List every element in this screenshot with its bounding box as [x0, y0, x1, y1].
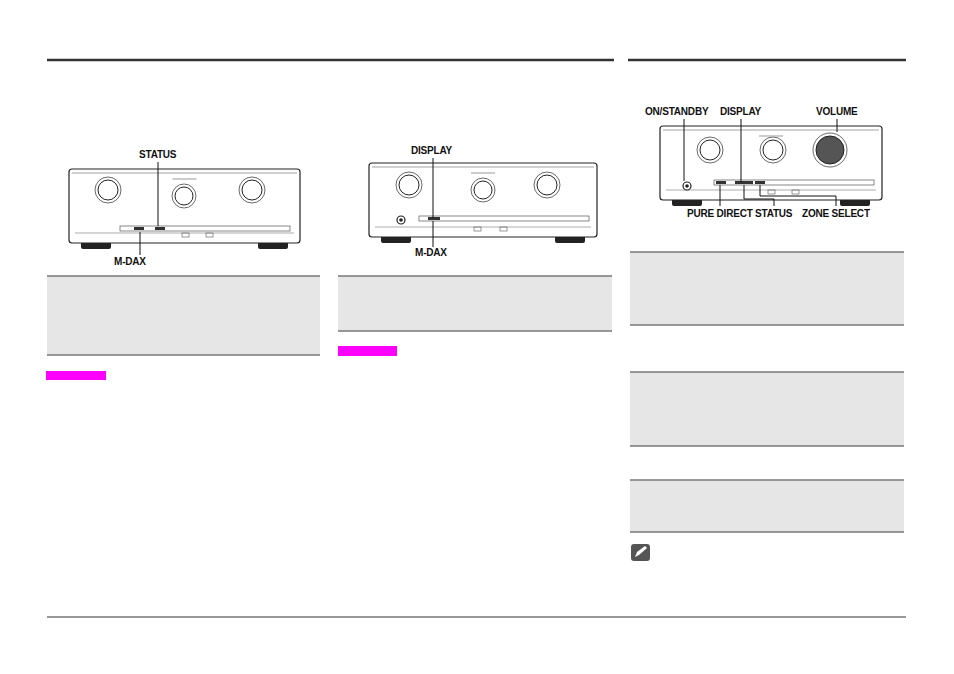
- info-box: [338, 276, 612, 331]
- panel-part: [69, 169, 300, 243]
- panel-part: [471, 173, 495, 174]
- knob: [816, 136, 844, 164]
- knob: [175, 187, 193, 205]
- knob: [534, 172, 560, 198]
- knob: [172, 184, 196, 208]
- info-box: [630, 252, 904, 325]
- button: [428, 217, 440, 220]
- knob: [760, 137, 786, 163]
- knob: [396, 172, 422, 198]
- leader-lines: [140, 119, 837, 255]
- jack: [206, 233, 213, 237]
- button: [134, 227, 144, 230]
- receiver-front-panel: [660, 126, 882, 206]
- jack: [792, 190, 799, 194]
- panel-part: [375, 227, 591, 228]
- knob: [95, 177, 121, 203]
- knob: [399, 175, 419, 195]
- button-strip: [419, 216, 589, 221]
- knob: [471, 178, 495, 202]
- callout-label: ON/STANDBY: [645, 106, 708, 118]
- panel-part: [72, 173, 297, 174]
- button-strip: [714, 180, 874, 185]
- callout-label: ZONE SELECT: [802, 208, 870, 220]
- receiver-front-panel: [69, 169, 300, 249]
- button: [755, 181, 765, 184]
- knob: [98, 180, 118, 200]
- info-box: [630, 372, 904, 446]
- callout-label: STATUS: [139, 149, 176, 161]
- header-rule: [628, 59, 906, 62]
- knob: [763, 140, 783, 160]
- button: [735, 181, 753, 184]
- callout-label: DISPLAY: [720, 106, 761, 118]
- panel-part: [173, 179, 197, 180]
- power-button: [397, 216, 405, 224]
- note-tag: [338, 346, 397, 356]
- callout-label: VOLUME: [816, 106, 858, 118]
- panel-part: [759, 136, 783, 137]
- callout-label: PURE DIRECT: [687, 208, 753, 220]
- jack: [768, 190, 775, 194]
- pencil-icon: [631, 544, 650, 561]
- footer-rule: [47, 617, 906, 618]
- knob: [239, 177, 265, 203]
- knob: [813, 133, 847, 167]
- jack: [474, 227, 481, 231]
- power-button: [683, 182, 691, 190]
- panel-part: [660, 126, 882, 200]
- panel-part: [369, 163, 597, 237]
- jack: [182, 233, 189, 237]
- jack: [500, 227, 507, 231]
- power-button: [399, 218, 403, 222]
- callout-label: M-DAX: [114, 256, 146, 268]
- knob: [700, 140, 720, 160]
- receiver-front-panel: [369, 163, 597, 243]
- panel-part: [372, 167, 594, 168]
- callout-label: M-DAX: [415, 247, 447, 259]
- knob: [474, 181, 492, 199]
- button: [716, 181, 726, 184]
- callout-label: DISPLAY: [411, 145, 452, 157]
- knob: [697, 137, 723, 163]
- callout-label: STATUS: [755, 208, 792, 220]
- info-box: [630, 480, 904, 532]
- note-tag: [46, 371, 106, 380]
- knob: [537, 175, 557, 195]
- button-strip: [120, 226, 290, 231]
- panel-part: [663, 130, 879, 131]
- button: [155, 227, 165, 230]
- header-rule: [47, 59, 614, 62]
- power-button: [685, 184, 689, 188]
- info-box: [47, 276, 320, 355]
- knob: [242, 180, 262, 200]
